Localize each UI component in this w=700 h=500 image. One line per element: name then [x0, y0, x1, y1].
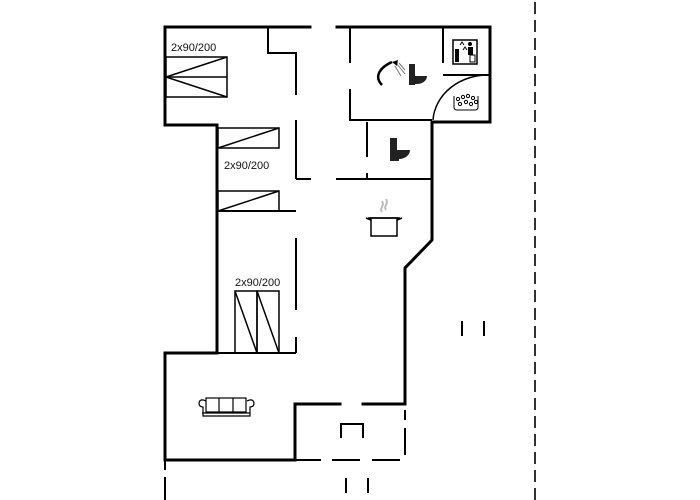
- shower-icon: [376, 60, 406, 86]
- whirlpool-icon: [453, 93, 479, 111]
- sauna-icon: [452, 39, 478, 65]
- sofa-icon: [198, 397, 255, 417]
- bed-bedroom-2: [217, 127, 280, 212]
- bed-size-label-bedroom-3: 2x90/200: [235, 277, 281, 289]
- bed-bedroom-1: [163, 56, 228, 98]
- bed-size-label-bedroom-1: 2x90/200: [171, 42, 217, 54]
- toilet-icon: [409, 64, 427, 85]
- bed-size-label-bedroom-2: 2x90/200: [224, 160, 270, 172]
- exterior-walls: [163, 25, 492, 462]
- interior-walls: [164, 27, 491, 500]
- cooking-pot-icon: [365, 198, 403, 237]
- bed-bedroom-3: [234, 290, 280, 354]
- toilet-icon: [390, 138, 410, 161]
